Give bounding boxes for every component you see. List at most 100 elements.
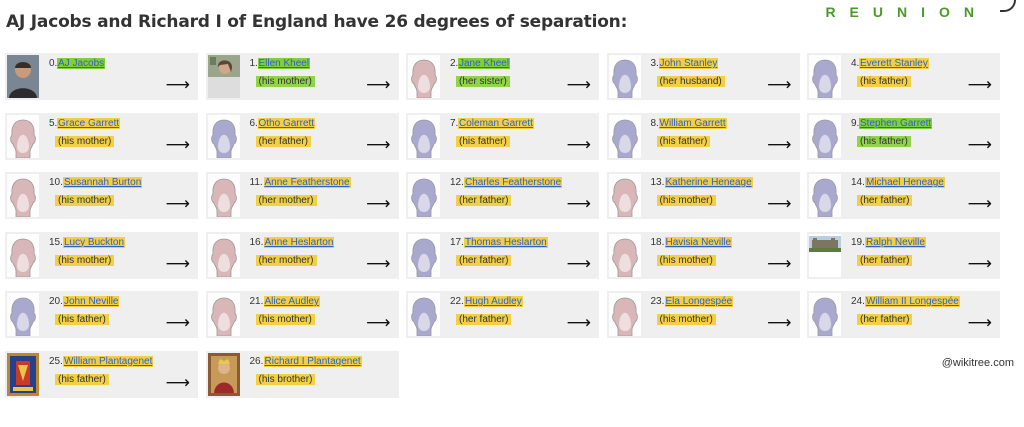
- person-card: 15.Lucy Buckton(his mother)⟶: [5, 231, 198, 279]
- person-name-link[interactable]: Anne Heslarton: [263, 236, 335, 248]
- profile-photo[interactable]: [809, 233, 841, 277]
- person-card: 9.Stephen Garrett(his father)⟶: [807, 112, 1000, 160]
- next-arrow-icon: ⟶: [366, 75, 391, 95]
- person-name-link[interactable]: William Plantagenet: [63, 355, 154, 367]
- female-silhouette-icon[interactable]: [608, 293, 641, 337]
- person-name-link[interactable]: Otho Garrett: [257, 117, 316, 129]
- reunion-wordmark: REUNION: [825, 4, 988, 20]
- person-card: 21.Alice Audley(his mother)⟶: [205, 291, 399, 338]
- person-name-link[interactable]: Charles Featherstone: [464, 177, 563, 188]
- relationship-label: (his father): [456, 135, 510, 147]
- person-card: 8.William Garrett(his father)⟶: [606, 112, 800, 160]
- next-arrow-icon: ⟶: [967, 253, 992, 274]
- next-arrow-icon: ⟶: [767, 194, 792, 214]
- female-silhouette-icon[interactable]: [608, 174, 641, 218]
- next-arrow-icon: ⟶: [165, 313, 190, 333]
- female-silhouette-icon[interactable]: [7, 233, 39, 277]
- person-name-link[interactable]: Thomas Heslarton: [464, 236, 548, 248]
- degree-number: 22.: [450, 296, 464, 307]
- degree-number: 18.: [650, 236, 665, 248]
- person-name-link[interactable]: Ralph Neville: [865, 236, 926, 248]
- person-card: 23.Ela Longespée(his mother)⟶: [606, 291, 800, 338]
- relationship-label: (his mother): [255, 76, 315, 87]
- person-name-link[interactable]: Lucy Buckton: [63, 236, 126, 248]
- next-arrow-icon: ⟶: [165, 253, 190, 274]
- degree-number: 23.: [650, 296, 665, 307]
- person-card: 18.Havisia Neville(his mother)⟶: [606, 231, 800, 279]
- degree-number: 17.: [450, 236, 464, 248]
- male-silhouette-icon[interactable]: [809, 55, 841, 99]
- person-name-link[interactable]: Alice Audley: [263, 296, 320, 307]
- person-card: 16.Anne Heslarton(her mother)⟶: [205, 231, 399, 279]
- degree-number: 8.: [650, 117, 659, 129]
- person-card: 24.William II Longespée(her father)⟶: [807, 291, 1000, 338]
- person-card: 13.Katherine Heneage (his mother) ⟶: [606, 172, 800, 219]
- person-name-link[interactable]: Richard I Plantagenet: [263, 355, 362, 367]
- profile-photo[interactable]: [7, 55, 39, 98]
- male-silhouette-icon[interactable]: [7, 293, 39, 337]
- female-silhouette-icon[interactable]: [7, 174, 39, 218]
- person-name-link[interactable]: Ela Longespée: [664, 296, 734, 307]
- person-name-link[interactable]: Coleman Garrett: [458, 117, 534, 129]
- relationship-label: (his mother): [656, 195, 716, 206]
- degree-number: 9.: [851, 117, 860, 129]
- male-silhouette-icon[interactable]: [408, 293, 440, 337]
- degree-number: 13.: [650, 177, 665, 188]
- next-arrow-icon: ⟶: [767, 253, 792, 274]
- person-name-link[interactable]: John Neville: [63, 296, 120, 307]
- female-silhouette-icon[interactable]: [608, 233, 641, 277]
- person-card: 17.Thomas Heslarton(her father)⟶: [406, 231, 599, 279]
- male-silhouette-icon[interactable]: [809, 114, 841, 158]
- degree-number: 4.: [851, 58, 860, 69]
- next-arrow-icon: ⟶: [767, 134, 792, 155]
- person-name-link[interactable]: John Stanley: [658, 58, 719, 69]
- relationship-label: (his father): [857, 76, 911, 87]
- person-name-link[interactable]: Susannah Burton: [63, 177, 143, 188]
- male-silhouette-icon[interactable]: [809, 174, 841, 218]
- person-name-link[interactable]: Stephen Garrett: [859, 117, 933, 129]
- male-silhouette-icon[interactable]: [207, 114, 240, 158]
- person-card: 12.Charles Featherstone(her father)⟶: [406, 172, 599, 219]
- degree-number: 3.: [650, 58, 659, 69]
- relationship-label: (his brother): [255, 373, 316, 385]
- person-name-link[interactable]: Anne Featherstone: [263, 177, 351, 188]
- next-arrow-icon: ⟶: [566, 75, 591, 95]
- profile-photo[interactable]: [207, 55, 240, 98]
- degree-number: 2.: [450, 58, 459, 69]
- female-silhouette-icon[interactable]: [7, 114, 39, 158]
- male-silhouette-icon[interactable]: [408, 114, 440, 158]
- next-arrow-icon: ⟶: [967, 134, 992, 155]
- male-silhouette-icon[interactable]: [408, 174, 440, 218]
- person-name-link[interactable]: Ellen Kheel: [257, 58, 311, 69]
- next-arrow-icon: ⟶: [566, 313, 591, 333]
- relationship-label: (her mother): [255, 254, 317, 266]
- relationship-label: (her father): [456, 195, 512, 206]
- person-name-link[interactable]: Everett Stanley: [859, 58, 929, 69]
- male-silhouette-icon[interactable]: [608, 114, 641, 158]
- person-card: 14.Michael Heneage(her father)⟶: [807, 172, 1000, 219]
- person-name-link[interactable]: Grace Garrett: [57, 117, 121, 129]
- person-name-link[interactable]: William II Longespée: [865, 296, 960, 307]
- female-silhouette-icon[interactable]: [408, 55, 440, 99]
- male-silhouette-icon[interactable]: [809, 293, 841, 337]
- female-silhouette-icon[interactable]: [207, 293, 240, 337]
- female-silhouette-icon[interactable]: [207, 174, 240, 218]
- next-arrow-icon: ⟶: [366, 253, 391, 274]
- person-name-link[interactable]: AJ Jacobs: [57, 58, 106, 69]
- profile-photo[interactable]: [7, 352, 39, 396]
- degree-number: 26.: [249, 355, 264, 367]
- person-name-link[interactable]: Havisia Neville: [664, 236, 733, 248]
- person-name-link[interactable]: William Garrett: [658, 117, 727, 129]
- person-name-link[interactable]: Hugh Audley: [464, 296, 523, 307]
- male-silhouette-icon[interactable]: [608, 55, 641, 99]
- person-card: 3.John Stanley(her husband)⟶: [606, 53, 800, 100]
- person-card: 26.Richard I Plantagenet (his brother): [205, 350, 399, 398]
- female-silhouette-icon[interactable]: [207, 233, 240, 277]
- male-silhouette-icon[interactable]: [408, 233, 440, 277]
- person-name-link[interactable]: Katherine Heneage: [664, 177, 753, 188]
- person-name-link[interactable]: Michael Heneage: [865, 177, 945, 188]
- profile-photo[interactable]: [207, 352, 240, 396]
- degree-number: 15.: [49, 236, 63, 248]
- person-name-link[interactable]: Jane Kheel: [458, 58, 511, 69]
- next-arrow-icon: ⟶: [566, 194, 591, 214]
